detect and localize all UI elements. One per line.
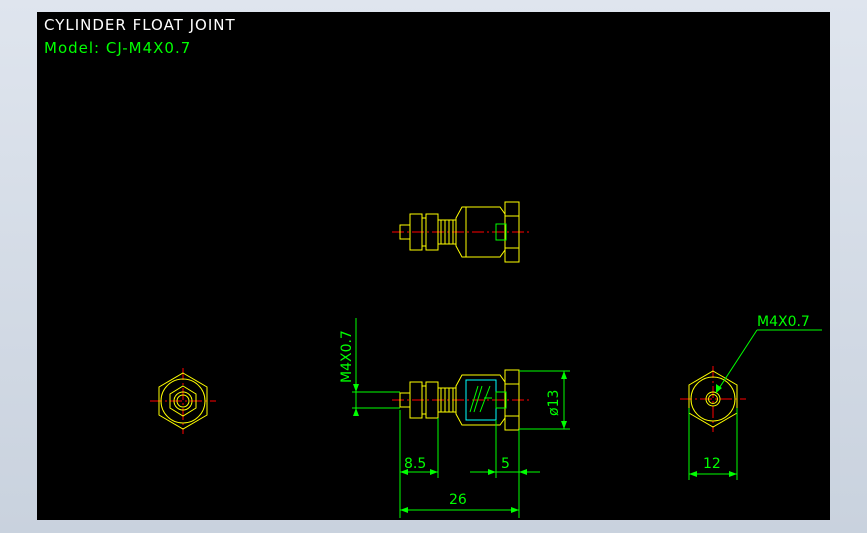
dimensions: M4X0.7 ø13 8.5 5 26 12 (339, 314, 822, 518)
thread-callout: M4X0.7 (757, 314, 810, 330)
hex-width-dim: 12 (703, 456, 721, 472)
length-dim-5: 5 (501, 456, 510, 472)
right-end-view (680, 366, 746, 432)
front-side-view (392, 369, 530, 431)
length-dim-8-5: 8.5 (404, 456, 426, 472)
drawing-title: CYLINDER FLOAT JOINT (44, 16, 236, 34)
model-label: Model: CJ-M4X0.7 (44, 39, 191, 57)
cad-viewport[interactable] (37, 12, 830, 520)
thread-dim-vertical: M4X0.7 (339, 330, 355, 383)
total-length-dim: 26 (449, 492, 467, 508)
top-side-view (392, 201, 530, 263)
logo-mark (469, 385, 492, 413)
diameter-dim: ø13 (546, 390, 562, 416)
left-end-view (150, 368, 216, 434)
